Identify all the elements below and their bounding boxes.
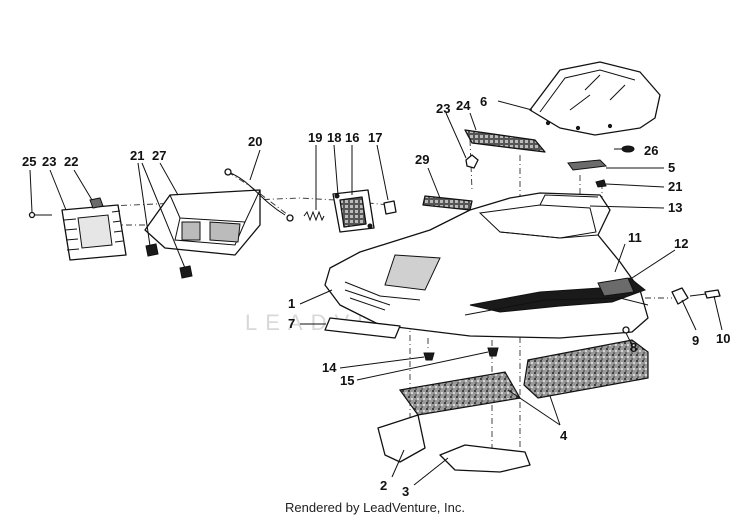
callout-18: 18 xyxy=(327,130,341,145)
console-28 xyxy=(144,189,261,256)
spring-19 xyxy=(303,210,325,222)
headlight-16 xyxy=(332,189,375,233)
callout-25: 23 xyxy=(436,101,450,116)
callout-12: 12 xyxy=(674,236,688,251)
emblem-29 xyxy=(422,195,473,211)
callout-21-left: 21 xyxy=(130,148,144,163)
mounting-plate xyxy=(464,129,546,153)
callout-5: 5 xyxy=(668,160,675,175)
callout-24: 25 xyxy=(22,154,36,169)
callout-16: 16 xyxy=(345,130,359,145)
clip-15 xyxy=(487,347,499,357)
callout-1: 1 xyxy=(288,296,295,311)
clip-14 xyxy=(423,352,435,361)
callout-21-right: 21 xyxy=(668,179,682,194)
callout-15: 15 xyxy=(340,373,354,388)
callout-28: 27 xyxy=(152,148,166,163)
callout-20: 20 xyxy=(248,134,262,149)
callout-4: 4 xyxy=(560,428,568,443)
insulation-pad-left xyxy=(398,371,521,416)
insulation-pad-right xyxy=(523,339,649,399)
callout-7: 7 xyxy=(288,316,295,331)
callout-14: 14 xyxy=(322,360,337,375)
latch-9 xyxy=(671,287,689,305)
windshield xyxy=(529,61,661,136)
leader-lines xyxy=(29,100,723,486)
bracket-5 xyxy=(567,159,608,171)
knob-22 xyxy=(89,197,104,209)
bracket-2 xyxy=(377,414,426,463)
callout-27: 26 xyxy=(644,143,658,158)
footer-credit: Rendered by LeadVenture, Inc. xyxy=(285,500,465,515)
callout-6: 6 xyxy=(480,94,487,109)
cable-20 xyxy=(224,168,294,222)
callout-10: 10 xyxy=(716,331,730,346)
rivet-8 xyxy=(622,326,630,334)
callout-11: 11 xyxy=(628,230,642,245)
callout-23: 23 xyxy=(42,154,56,169)
clip-21-left-b xyxy=(179,265,193,279)
instrument-bezel-23 xyxy=(61,204,127,261)
bulb-17 xyxy=(383,200,397,215)
clip-21-left-a xyxy=(145,243,159,257)
callout-26: 24 xyxy=(456,98,471,113)
clip-21-right xyxy=(595,179,607,188)
screw-24 xyxy=(28,211,52,219)
hood xyxy=(324,192,649,339)
callout-2: 2 xyxy=(380,478,387,493)
callout-13: 13 xyxy=(668,200,682,215)
air-duct-3 xyxy=(439,444,531,473)
clip-25 xyxy=(465,154,479,169)
callout-19: 19 xyxy=(308,130,322,145)
callout-labels: 6 24 23 26 5 21 13 29 11 12 1 7 14 15 8 … xyxy=(22,94,730,499)
callout-22: 22 xyxy=(64,154,78,169)
callout-17: 17 xyxy=(368,130,382,145)
bolt-10 xyxy=(689,289,721,299)
callout-3: 3 xyxy=(402,484,409,499)
callout-9: 9 xyxy=(692,333,699,348)
bottom-pan-7 xyxy=(324,317,401,339)
callout-29: 29 xyxy=(415,152,429,167)
callout-8: 8 xyxy=(630,340,637,355)
